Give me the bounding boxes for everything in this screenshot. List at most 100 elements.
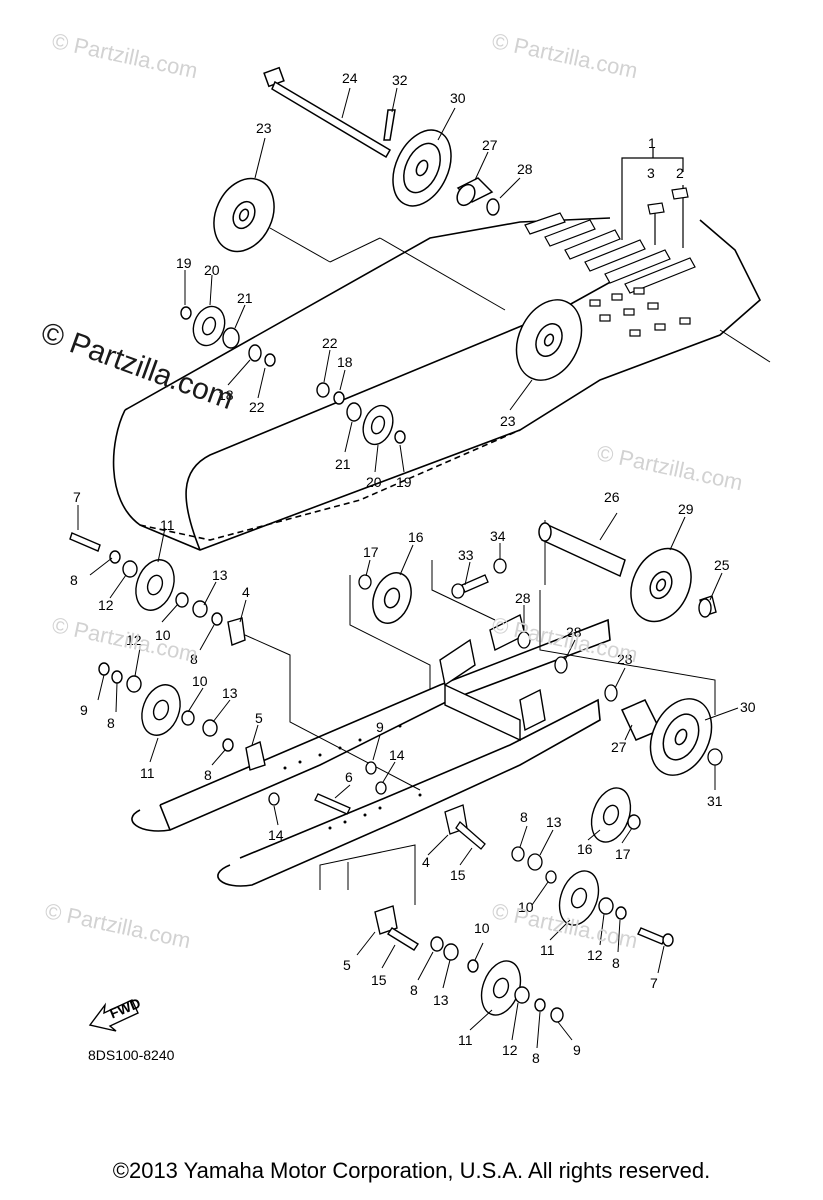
- collar-25: [698, 595, 717, 618]
- callout: 8: [410, 982, 418, 998]
- callout: 17: [363, 544, 379, 560]
- callout: 14: [268, 827, 284, 843]
- callout: 32: [392, 72, 408, 88]
- idler-wheel-23-top: [213, 177, 275, 253]
- callout: 19: [396, 474, 412, 490]
- copyright-notice: ©2013 Yamaha Motor Corporation, U.S.A. A…: [112, 1158, 711, 1183]
- callout: 12: [126, 632, 142, 648]
- callout: 10: [518, 899, 534, 915]
- callout: 9: [573, 1042, 581, 1058]
- callout: 23: [256, 120, 272, 136]
- callout: 12: [502, 1042, 518, 1058]
- track-belt: [112, 217, 761, 551]
- track-lugs: [524, 212, 696, 337]
- idler-wheel-30-top: [392, 129, 452, 207]
- center-wheel-group: [316, 382, 406, 446]
- callout: 18: [218, 387, 234, 403]
- callout: 5: [255, 710, 263, 726]
- callout: 4: [242, 584, 250, 600]
- callout: 13: [222, 685, 238, 701]
- callout: 33: [458, 547, 474, 563]
- callout: 23: [500, 413, 516, 429]
- washers-28-mid: [517, 631, 618, 702]
- wheel-11-upper-left: [69, 532, 246, 646]
- callout: 8: [204, 767, 212, 783]
- callout: 22: [322, 335, 338, 351]
- callout: 28: [515, 590, 531, 606]
- callout: 10: [474, 920, 490, 936]
- callout: 13: [433, 992, 449, 1008]
- fwd-arrow-icon: FWD: [88, 995, 143, 1032]
- leader-lines-lower: [77, 505, 739, 1049]
- callout: 28: [566, 624, 582, 640]
- rear-axle: [263, 66, 396, 159]
- callout: 8: [532, 1050, 540, 1066]
- collar-27-top: [456, 177, 494, 207]
- callout: 10: [155, 627, 171, 643]
- clip-bracket: [621, 148, 689, 248]
- callout: 1: [648, 135, 656, 151]
- wheel-11-bottom: [374, 905, 564, 1023]
- callout: 11: [540, 942, 555, 958]
- callout: 25: [714, 557, 730, 573]
- wheel-29: [630, 547, 692, 623]
- bracket-guides: [244, 520, 716, 905]
- callout: 15: [371, 972, 387, 988]
- left-wheel-group: [180, 305, 276, 367]
- callout: 27: [611, 739, 627, 755]
- callout: 7: [650, 975, 658, 991]
- callout: 11: [458, 1032, 473, 1048]
- nut-31: [707, 748, 723, 766]
- callout: 19: [176, 255, 192, 271]
- callout: 26: [604, 489, 620, 505]
- callout: 8: [70, 572, 78, 588]
- callout: 20: [204, 262, 220, 278]
- callout: 16: [408, 529, 424, 545]
- callout: 29: [678, 501, 694, 517]
- callout-labels: 24 32 30 23 27 28 1 3 2 19 20 21 22 18 1…: [70, 70, 756, 1066]
- callout: 20: [366, 474, 382, 490]
- nut-17-upper: [358, 574, 372, 590]
- callout: 15: [450, 867, 466, 883]
- washer-28-top: [486, 198, 500, 216]
- callout: 9: [376, 719, 384, 735]
- idler-wheel-23-center: [515, 299, 583, 381]
- wheel-16-lower: [590, 787, 641, 843]
- callout: 30: [740, 699, 756, 715]
- callout: 12: [98, 597, 114, 613]
- wheel-16-upper: [372, 572, 412, 624]
- callout: 10: [192, 673, 208, 689]
- rail-bolts: [268, 761, 387, 815]
- guide-line: [719, 329, 771, 363]
- callout: 34: [490, 528, 506, 544]
- diagram-code: 8DS100-8240: [88, 1047, 175, 1063]
- callout: 21: [237, 290, 253, 306]
- callout: 13: [212, 567, 228, 583]
- callout: 9: [80, 702, 88, 718]
- callout: 31: [707, 793, 723, 809]
- callout: 16: [577, 841, 593, 857]
- callout: 24: [342, 70, 358, 86]
- callout: 5: [343, 957, 351, 973]
- callout: 21: [335, 456, 351, 472]
- callout: 7: [73, 489, 81, 505]
- callout: 27: [482, 137, 498, 153]
- callout: 3: [647, 165, 655, 181]
- shaft-26: [538, 522, 626, 578]
- leader-lines-top: [184, 87, 533, 473]
- bracket-4-lower: [444, 804, 557, 884]
- callout: 30: [450, 90, 466, 106]
- callout: 18: [337, 354, 353, 370]
- callout: 17: [615, 846, 631, 862]
- wheel-11-lower-left: [98, 662, 266, 771]
- callout: 6: [345, 769, 353, 785]
- callout: 12: [587, 947, 603, 963]
- wheel-30-lower: [620, 698, 713, 776]
- bolt-33: [451, 558, 507, 599]
- callout: 8: [612, 955, 620, 971]
- callout: 28: [517, 161, 533, 177]
- cross-member: [439, 613, 546, 742]
- wheel-11-lower-right: [558, 870, 674, 947]
- callout: 8: [520, 809, 528, 825]
